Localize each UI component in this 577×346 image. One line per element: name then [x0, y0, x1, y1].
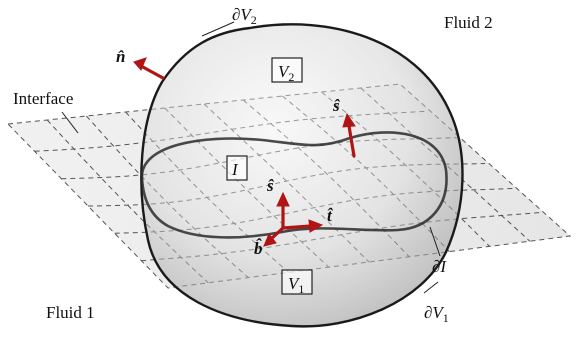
region-i-label: I — [231, 160, 239, 179]
tangent-s-top-arrow — [347, 124, 356, 158]
fluid-1-label: Fluid 1 — [46, 303, 95, 322]
binormal-b-symbol: b̂ — [254, 239, 263, 258]
tangent-t-arrow — [281, 224, 313, 230]
grid-line — [141, 137, 457, 180]
control-volume-outline — [140, 23, 464, 328]
control-volume-body — [141, 24, 463, 327]
binormal-b-arrowhead — [263, 233, 277, 247]
boundary-i-leader-line — [429, 226, 441, 257]
normal-n-symbol: n̂ — [116, 47, 125, 66]
grid-line — [141, 110, 429, 152]
binormal-b-arrow — [269, 226, 285, 241]
interface-leader-line — [61, 111, 79, 134]
tangent-s-arrowhead — [276, 191, 290, 207]
boundary-v2-leader-line — [201, 21, 235, 37]
boundary-v1-label: ∂V1 — [424, 303, 449, 325]
normal-n-arrow — [139, 64, 165, 80]
region-v2-box — [271, 57, 303, 83]
region-v1-label: V1 — [288, 274, 304, 296]
tangent-s-symbol: ŝ — [266, 176, 274, 195]
boundary-v2-label: ∂V2 — [232, 5, 257, 27]
grid-line — [141, 211, 463, 262]
tangent-s-top-symbol: ŝ — [332, 96, 340, 115]
region-v1-box — [281, 269, 313, 295]
grid-line — [164, 107, 330, 268]
boundary-v1-leader-line — [423, 281, 439, 294]
interface-label: Interface — [13, 89, 73, 108]
region-i-box — [226, 155, 248, 181]
grid-line — [360, 87, 463, 242]
tangent-t-symbol: t̂ — [327, 206, 333, 225]
grid-line — [141, 163, 463, 207]
tangent-t-arrowhead — [308, 219, 324, 233]
region-v2-label: V2 — [278, 62, 294, 84]
grid-line — [141, 115, 249, 278]
tangent-s-top-arrowhead — [342, 112, 356, 128]
boundary-i-label: ∂I — [432, 257, 447, 276]
normal-n-arrowhead — [133, 57, 147, 71]
interface-boundary-curve — [140, 131, 448, 239]
fluid-2-label: Fluid 2 — [444, 13, 493, 32]
